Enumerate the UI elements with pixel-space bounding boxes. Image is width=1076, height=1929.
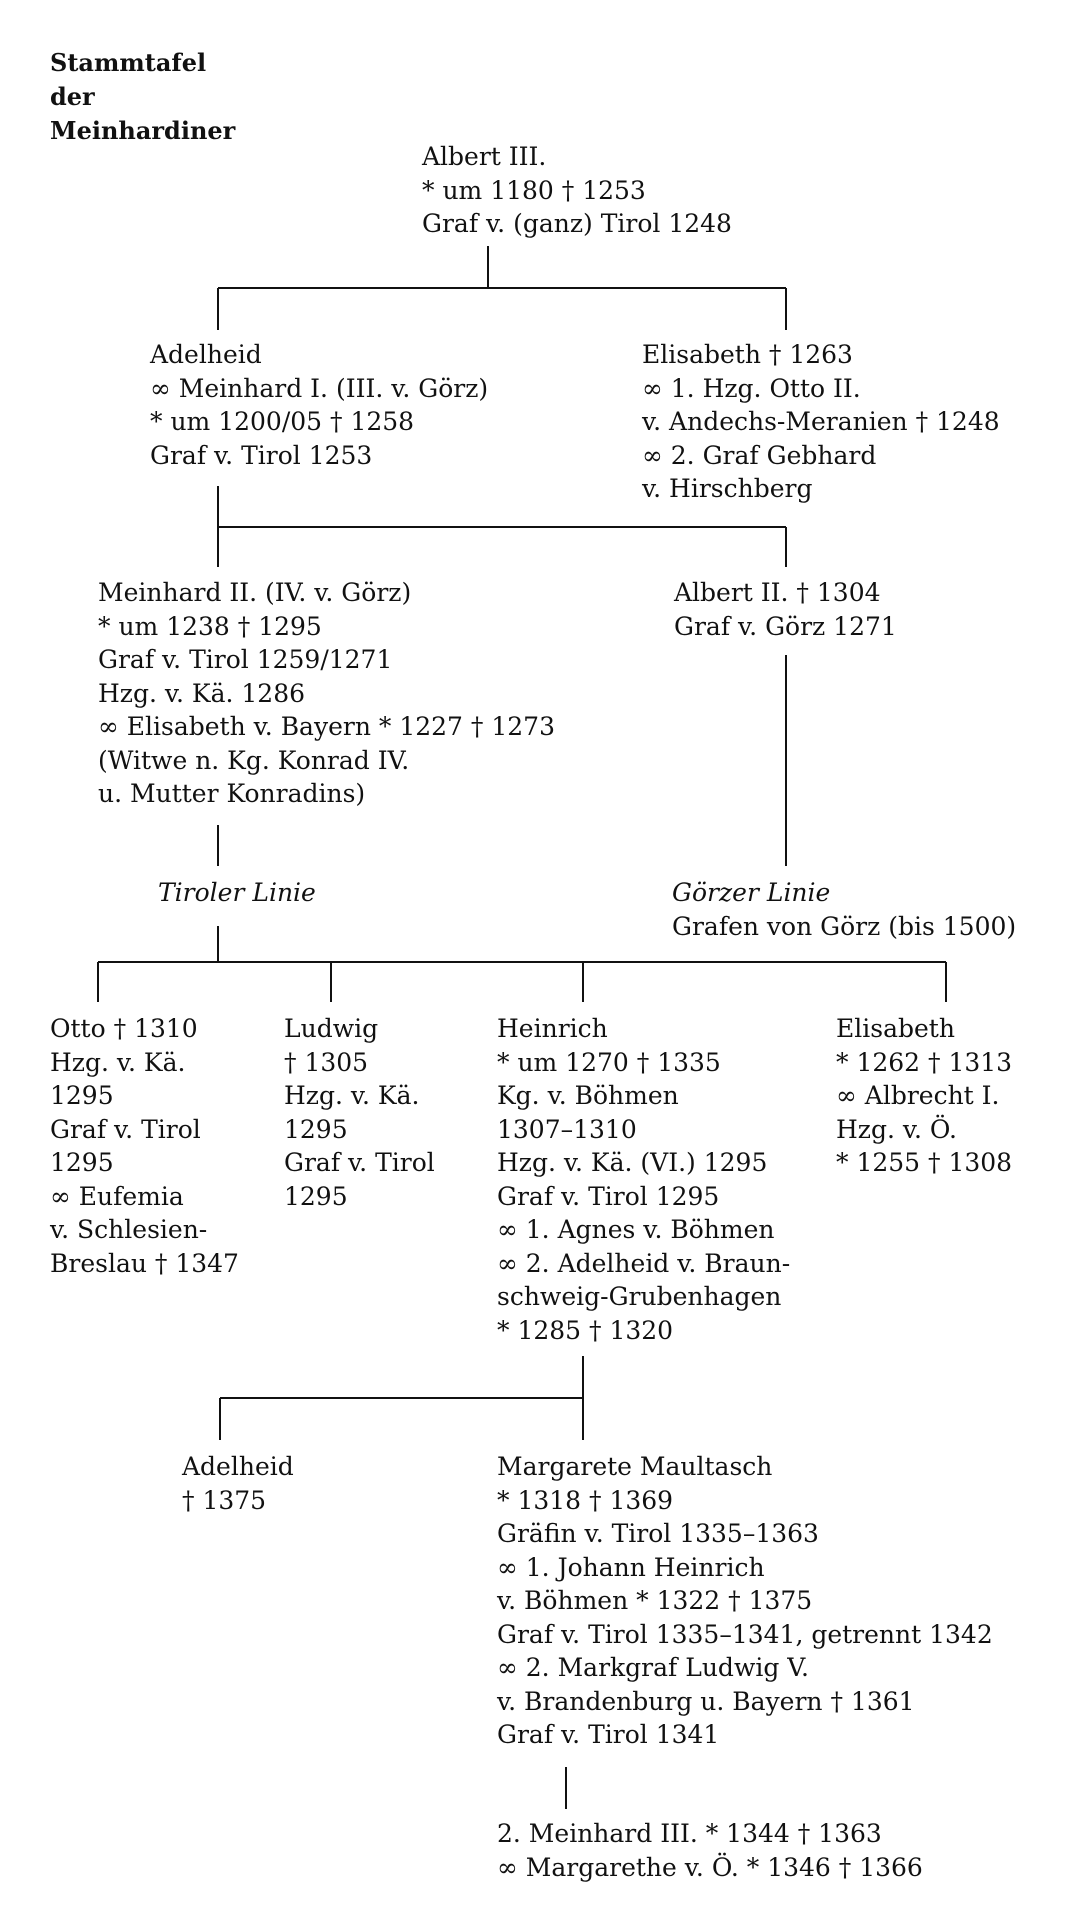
person-line: Adelheid — [150, 340, 262, 369]
person-line: ∞ Eufemia — [50, 1181, 184, 1211]
person-line: Elisabeth † 1263 — [642, 340, 853, 369]
person-line: (Witwe n. Kg. Konrad IV. — [98, 745, 410, 775]
person-line: Albert II. † 1304 — [674, 578, 881, 607]
title-line: der — [50, 82, 95, 111]
person-line: * 1255 † 1308 — [836, 1148, 1013, 1177]
title-line: Meinhardiner — [50, 116, 236, 145]
person-line: Hzg. v. Ö. — [836, 1114, 957, 1144]
person-elisabeth-1: Elisabeth † 1263 ∞ 1. Hzg. Otto II. v. A… — [642, 338, 1000, 506]
person-ludwig: Ludwig † 1305 Hzg. v. Kä. 1295 Graf v. T… — [284, 1012, 435, 1213]
person-line: 1295 — [50, 1148, 114, 1177]
person-line: * 1318 † 1369 — [497, 1485, 674, 1515]
person-line: Otto † 1310 — [50, 1014, 198, 1043]
person-heinrich: Heinrich * um 1270 † 1335 Kg. v. Böhmen … — [497, 1012, 790, 1347]
person-otto: Otto † 1310 Hzg. v. Kä. 1295 Graf v. Tir… — [50, 1012, 239, 1280]
person-line: † 1375 — [182, 1485, 267, 1515]
person-line: * 1285 † 1320 — [497, 1315, 674, 1345]
person-line: Margarete Maultasch — [497, 1452, 773, 1481]
person-line: Gräfin v. Tirol 1335–1363 — [497, 1519, 819, 1548]
lineage-goerzer: Görzer Linie Grafen von Görz (bis 1500) — [672, 876, 1016, 943]
person-line: 2. Meinhard III. * 1344 † 1363 — [497, 1819, 882, 1848]
person-line: Hzg. v. Kä. — [50, 1047, 186, 1077]
person-meinhard-iii: 2. Meinhard III. * 1344 † 1363 ∞ Margare… — [497, 1817, 923, 1884]
person-line: Graf v. Tirol 1335–1341, getrennt 1342 — [497, 1619, 993, 1649]
title-line: Stammtafel — [50, 48, 207, 77]
person-line: 1295 — [284, 1114, 348, 1144]
person-line: Adelheid — [182, 1452, 294, 1481]
person-line: Hzg. v. Kä. — [284, 1081, 420, 1110]
person-line: † 1305 — [284, 1047, 369, 1077]
person-line: Graf v. Tirol 1295 — [497, 1181, 720, 1211]
person-line: Ludwig — [284, 1014, 379, 1043]
person-line: ∞ 2. Adelheid v. Braun- — [497, 1248, 791, 1278]
person-line: 1307–1310 — [497, 1114, 637, 1144]
page-title: Stammtafel der Meinhardiner — [50, 46, 235, 148]
person-albert-iii: Albert III. * um 1180 † 1253 Graf v. (ga… — [422, 140, 732, 241]
person-line: u. Mutter Konradins) — [98, 779, 366, 808]
person-line: 1295 — [50, 1081, 114, 1110]
person-line: ∞ Margarethe v. Ö. * 1346 † 1366 — [497, 1852, 923, 1882]
person-line: Albert III. — [422, 142, 547, 171]
person-line: * 1262 † 1313 — [836, 1047, 1013, 1077]
person-line: Graf v. (ganz) Tirol 1248 — [422, 209, 732, 238]
person-line: ∞ Meinhard I. (III. v. Görz) — [150, 373, 489, 403]
person-line: * um 1238 † 1295 — [98, 611, 322, 641]
person-line: * um 1270 † 1335 — [497, 1047, 721, 1077]
person-line: Kg. v. Böhmen — [497, 1081, 679, 1110]
person-meinhard-ii: Meinhard II. (IV. v. Görz) * um 1238 † 1… — [98, 576, 555, 811]
person-line: v. Andechs-Meranien † 1248 — [642, 407, 1000, 436]
person-line: v. Böhmen * 1322 † 1375 — [497, 1586, 813, 1615]
person-line: v. Brandenburg u. Bayern † 1361 — [497, 1686, 915, 1716]
person-line: v. Hirschberg — [642, 474, 813, 503]
person-margarete-maultasch: Margarete Maultasch * 1318 † 1369 Gräfin… — [497, 1450, 993, 1752]
person-line: ∞ 2. Markgraf Ludwig V. — [497, 1653, 809, 1682]
person-line: ∞ 1. Hzg. Otto II. — [642, 373, 861, 403]
person-line: ∞ Elisabeth v. Bayern * 1227 † 1273 — [98, 712, 555, 741]
person-albert-ii: Albert II. † 1304 Graf v. Görz 1271 — [674, 576, 897, 643]
lineage-name: Tiroler Linie — [158, 878, 316, 907]
person-adelheid-2: Adelheid † 1375 — [182, 1450, 294, 1517]
person-line: Graf v. Görz 1271 — [674, 611, 897, 641]
person-line: ∞ 2. Graf Gebhard — [642, 440, 877, 470]
person-elisabeth-2: Elisabeth * 1262 † 1313 ∞ Albrecht I. Hz… — [836, 1012, 1012, 1180]
person-line: * um 1200/05 † 1258 — [150, 407, 415, 436]
person-line: v. Schlesien- — [50, 1215, 208, 1244]
person-line: Graf v. Tirol 1341 — [497, 1720, 720, 1749]
person-line: Heinrich — [497, 1014, 608, 1043]
person-line: 1295 — [284, 1181, 348, 1211]
person-line: schweig-Grubenhagen — [497, 1282, 782, 1311]
person-line: ∞ 1. Johann Heinrich — [497, 1552, 765, 1582]
person-line: Meinhard II. (IV. v. Görz) — [98, 578, 412, 607]
person-line: Graf v. Tirol 1259/1271 — [98, 645, 393, 674]
lineage-name: Görzer Linie — [672, 878, 831, 907]
person-line: Graf v. Tirol 1253 — [150, 440, 373, 470]
person-line: Hzg. v. Kä. 1286 — [98, 678, 306, 708]
person-line: Graf v. Tirol — [284, 1148, 435, 1177]
person-line: ∞ 1. Agnes v. Böhmen — [497, 1215, 775, 1244]
lineage-subtitle: Grafen von Görz (bis 1500) — [672, 911, 1017, 941]
lineage-tiroler: Tiroler Linie — [158, 876, 316, 910]
person-adelheid-1: Adelheid ∞ Meinhard I. (III. v. Görz) * … — [150, 338, 488, 472]
person-line: Breslau † 1347 — [50, 1248, 239, 1278]
person-line: * um 1180 † 1253 — [422, 175, 646, 205]
person-line: Hzg. v. Kä. (VI.) 1295 — [497, 1148, 768, 1177]
person-line: Elisabeth — [836, 1014, 955, 1043]
person-line: ∞ Albrecht I. — [836, 1081, 1000, 1110]
person-line: Graf v. Tirol — [50, 1114, 201, 1144]
